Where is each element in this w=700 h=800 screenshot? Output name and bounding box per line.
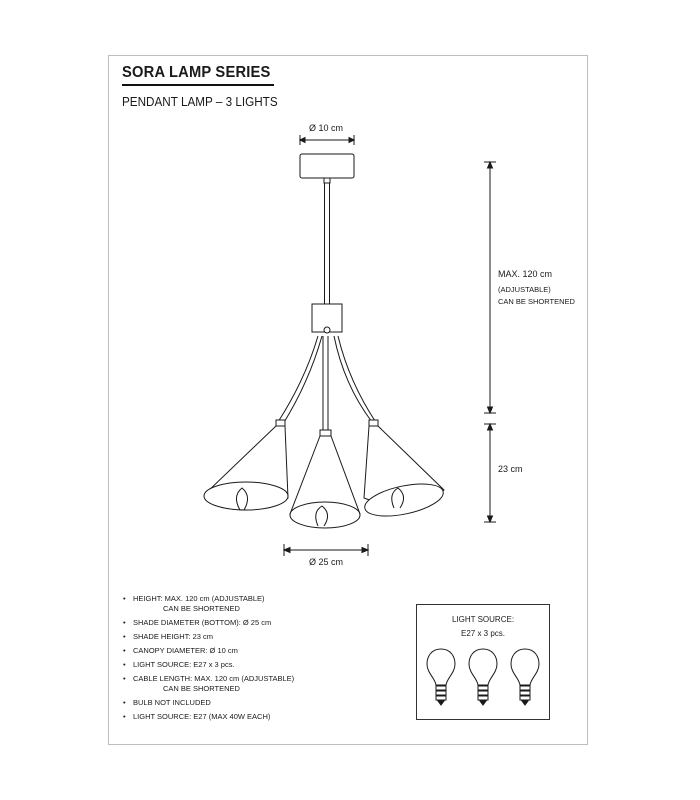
bulb-icon <box>510 648 540 706</box>
spec-item-shade-height: •SHADE HEIGHT: 23 cm <box>123 632 214 641</box>
spec-list: •HEIGHT: MAX. 120 cm (ADJUSTABLE)CAN BE … <box>123 594 294 726</box>
shortened-label: CAN BE SHORTENED <box>498 297 575 306</box>
adjustable-label: (ADJUSTABLE) <box>498 285 551 294</box>
max-height-label: MAX. 120 cm <box>498 269 553 279</box>
shade-diameter-label: Ø 25 cm <box>309 557 344 567</box>
height-dimension-line <box>484 160 496 415</box>
spec-item-cable-length: •CABLE LENGTH: MAX. 120 cm (ADJUSTABLE)C… <box>123 674 295 693</box>
spec-item-canopy-diameter: •CANOPY DIAMETER: Ø 10 cm <box>123 646 238 655</box>
canopy-dimension-line <box>298 135 356 145</box>
shade-right <box>363 419 445 517</box>
spec-item-height: •HEIGHT: MAX. 120 cm (ADJUSTABLE)CAN BE … <box>123 594 265 613</box>
shade-left <box>203 419 289 511</box>
shade-center <box>289 429 361 529</box>
page-title: SORA LAMP SERIES <box>122 64 271 81</box>
spec-item-bulb: •BULB NOT INCLUDED <box>123 698 211 707</box>
light-source-box: LIGHT SOURCE: E27 x 3 pcs. <box>416 604 550 720</box>
page-subtitle: PENDANT LAMP – 3 LIGHTS <box>122 94 278 109</box>
hub <box>311 303 343 334</box>
spec-item-light-source-max: •LIGHT SOURCE: E27 (MAX 40W EACH) <box>123 712 271 721</box>
light-source-title: LIGHT SOURCE: <box>451 615 515 624</box>
spec-item-shade-diameter: •SHADE DIAMETER (BOTTOM): Ø 25 cm <box>123 618 272 627</box>
spec-item-light-source: •LIGHT SOURCE: E27 x 3 pcs. <box>123 660 235 669</box>
title-underline <box>122 84 274 86</box>
bulb-icon <box>468 648 498 706</box>
spec-sheet-frame <box>108 55 588 745</box>
canopy-diameter-label: Ø 10 cm <box>309 123 344 133</box>
shade-diameter-dimension-line <box>282 544 370 556</box>
shade-height-dimension-line <box>484 422 496 524</box>
bulb-icon <box>426 648 456 706</box>
light-source-count: E27 x 3 pcs. <box>460 629 506 638</box>
lamp-arms <box>277 335 378 432</box>
bulbs-group <box>426 648 540 706</box>
canopy <box>299 153 355 184</box>
shade-height-label: 23 cm <box>498 464 523 474</box>
